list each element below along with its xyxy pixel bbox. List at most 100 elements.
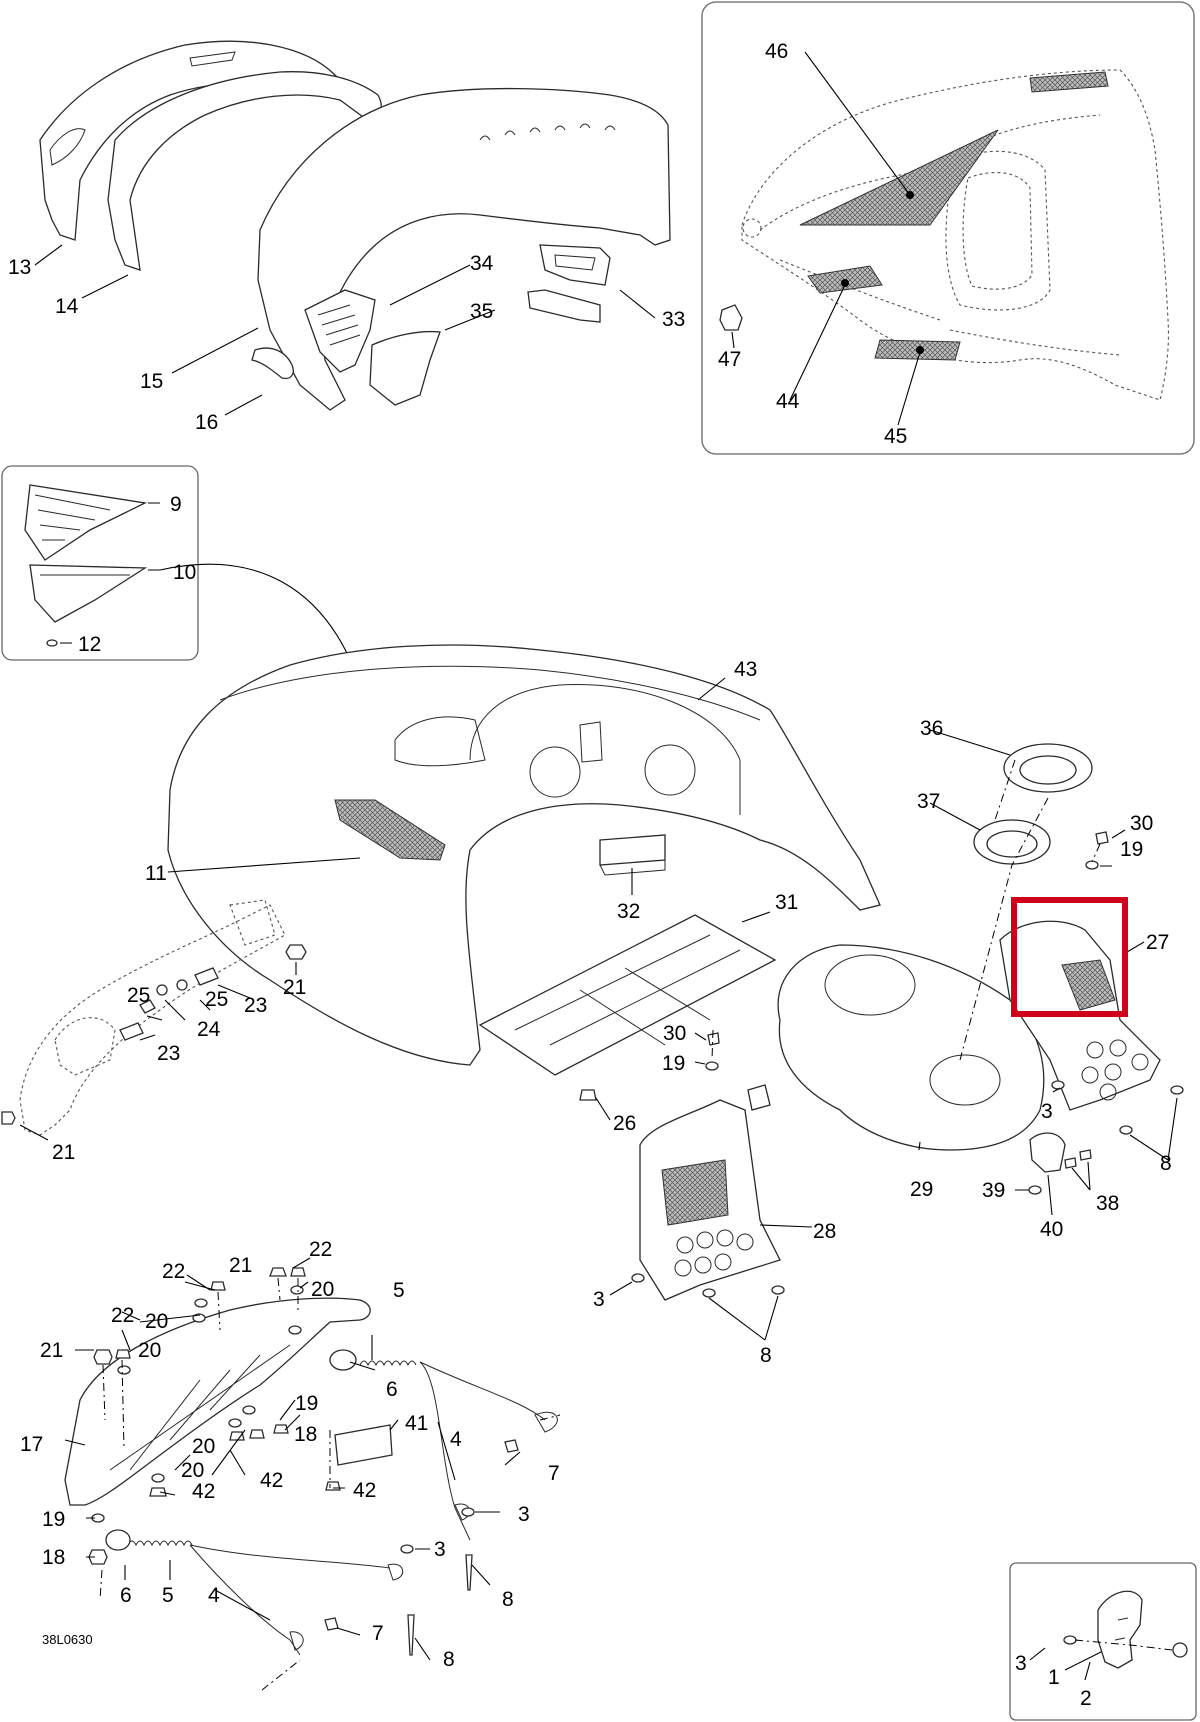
part-38-screw-a [1079,1149,1092,1161]
callout-38: 38 [1096,1192,1119,1215]
part-41-plate [334,1424,393,1466]
callout-21b: 21 [52,1141,75,1164]
part-31-tray-ribs [514,934,741,1046]
vent-leaders [60,502,160,644]
callout-34: 34 [470,252,494,275]
part-5-spring-b [127,1540,193,1547]
bracket-inset-dash [1074,1639,1173,1651]
part-3-rivet-b [631,1273,645,1283]
part-30-screw-a [1095,831,1109,845]
part-35-strip [527,289,601,323]
deck-nose-circle [742,218,762,238]
callout-21a: 21 [283,976,306,999]
part-37-gasket-inner [986,830,1038,858]
rear-bumper-leaders [64,1257,1106,1681]
part-13-notch [49,128,86,166]
part-11-vent-grille [334,799,446,861]
part-9-ribs [34,494,111,541]
callout-40: 40 [1040,1218,1063,1241]
part-38-screw-b [1064,1157,1077,1169]
callout-35: 35 [470,300,493,323]
callout-21d: 21 [40,1339,63,1362]
leader-dot-46 [906,191,914,199]
callout-18b: 18 [42,1546,65,1569]
part-8-plug-b1 [702,1288,716,1298]
callout-22a: 22 [162,1260,185,1283]
callout-12: 12 [78,633,101,656]
part-27-mesh [1061,959,1116,1011]
callout-13: 13 [8,256,31,279]
part-29-cup [929,1054,1001,1106]
leader-dot-44 [841,279,849,287]
part-33-slot [554,254,596,271]
callout-27: 27 [1146,931,1169,954]
callout-31: 31 [775,891,798,914]
bumper-ghost-latch [54,1017,116,1076]
part-4-cable-b [189,1544,391,1656]
part-43-vent-left [394,716,486,767]
hood-leaders [167,677,771,923]
callout-29: 29 [910,1178,933,1201]
callout-8c: 8 [502,1588,514,1611]
part-30-screw-b [707,1032,720,1046]
callout-37: 37 [917,790,940,813]
bracket-inset-panel [1009,1562,1197,1721]
part-25-washer-a [156,984,168,996]
part-7-bolt-a [504,1439,519,1453]
part-10-vent-cover [29,564,148,623]
part-6-ring-a [329,1349,357,1371]
part-12-screw [46,639,58,647]
deck-footwell-inner [962,172,1033,290]
part-32-pad [599,834,666,866]
callout-21c: 21 [229,1254,252,1277]
vent-inset-panel [1,465,366,701]
callout-labels: 13 14 15 16 34 35 33 46 47 44 45 9 10 12… [8,40,1172,1710]
hood-group [167,644,881,1076]
part-16-clip [251,347,294,380]
part-5-spring-a [359,1360,417,1367]
upper-covers-group [34,40,671,416]
part-3-washer-e [1063,1635,1077,1645]
part-2-rivet [1172,1642,1188,1658]
callout-4b: 4 [208,1584,220,1607]
part-1-bracket [1097,1590,1143,1669]
part-3-washer-c [461,1507,475,1517]
vent-inset-frame [1,465,199,661]
part-27-holes [1081,1039,1149,1101]
callout-42a: 42 [260,1469,283,1492]
callout-3c: 3 [518,1503,530,1526]
part-34-vent-grille [317,304,361,346]
callout-14: 14 [55,295,79,318]
callout-3d: 3 [434,1538,446,1561]
callout-5a: 5 [393,1279,405,1302]
part-21-nut-a [285,944,307,960]
part-8-plug-a1 [1170,1085,1184,1095]
callout-30b: 30 [663,1022,686,1045]
part-25-washer-b [176,979,188,991]
part-6-ring-b [105,1529,131,1551]
callout-6b: 6 [120,1584,132,1607]
part-1-slots [1114,1617,1129,1641]
callout-3b: 3 [593,1288,605,1311]
part-24-bolt [139,999,156,1014]
callout-39: 39 [982,1179,1005,1202]
callout-5b: 5 [162,1584,174,1607]
diagram-code: 38L0630 [42,1632,93,1647]
part-23-sleeve-a [194,967,219,986]
part-3-rivet-a [1051,1080,1065,1090]
callout-28: 28 [813,1220,836,1243]
callout-20c: 20 [138,1339,161,1362]
callout-3e: 3 [1015,1652,1027,1675]
part-31-tray [478,914,777,1076]
part-46-decal-mesh [799,129,999,226]
part-8-plug-b2 [771,1285,785,1295]
bumper-leaders [19,962,297,1141]
part-9-vent-cover [24,484,148,561]
part-35-pad [369,330,441,406]
part-8-rivet-c [465,1554,473,1591]
part-43-gauge-right [644,744,696,796]
callout-23b: 23 [157,1042,180,1065]
callout-23a: 23 [244,994,267,1017]
callout-7a: 7 [548,1462,560,1485]
upper-leaders [34,244,656,416]
